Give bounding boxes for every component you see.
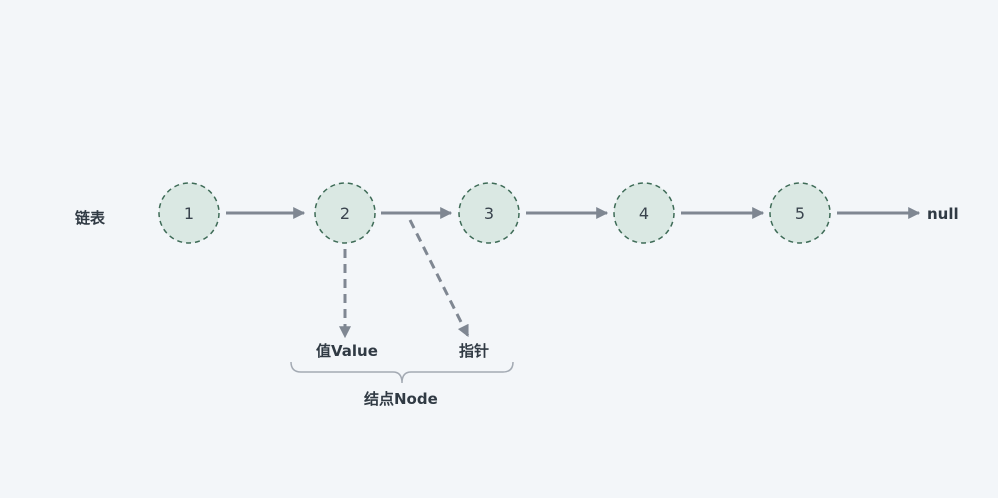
- list-node-3: 3: [458, 182, 520, 244]
- node-value: 1: [184, 204, 194, 223]
- node-value: 5: [795, 204, 805, 223]
- null-label: null: [927, 205, 959, 223]
- linked-list-label: 链表: [75, 209, 106, 227]
- pointer-label: 指针: [459, 342, 490, 360]
- node-value: 4: [639, 204, 649, 223]
- node-brace: [290, 361, 514, 384]
- list-node-2: 2: [314, 182, 376, 244]
- node-value: 2: [340, 204, 350, 223]
- value-label: 值Value: [316, 342, 378, 360]
- node-label: 结点Node: [364, 390, 438, 408]
- list-node-1: 1: [158, 182, 220, 244]
- node-value: 3: [484, 204, 494, 223]
- list-node-4: 4: [613, 182, 675, 244]
- next-pointer-arrow: [408, 219, 470, 338]
- list-node-5: 5: [769, 182, 831, 244]
